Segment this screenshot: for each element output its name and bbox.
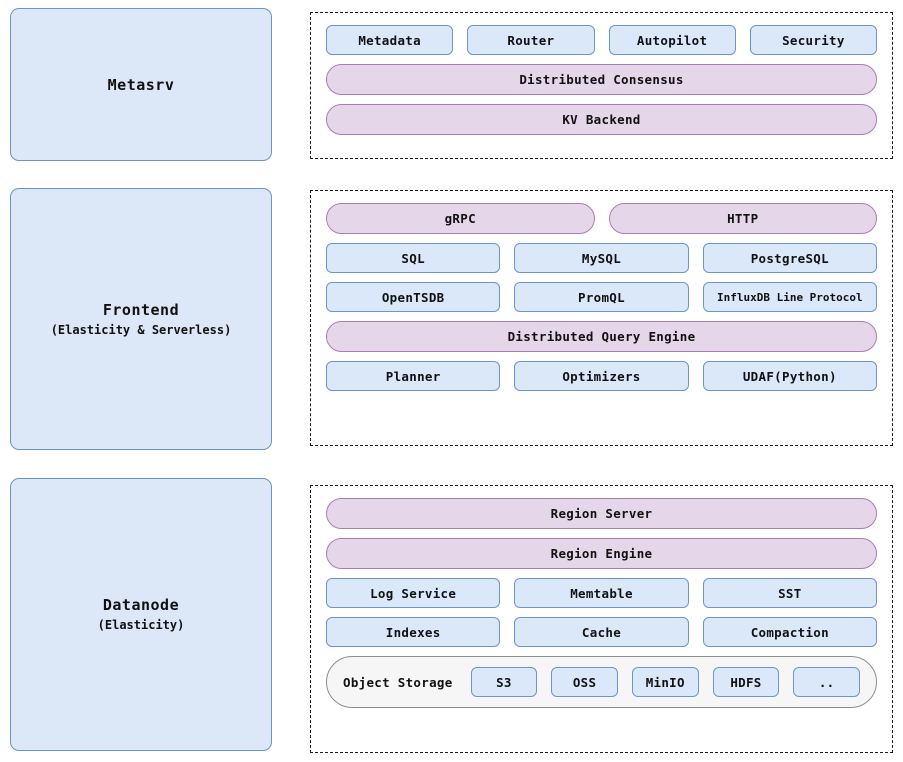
component-block[interactable]: InfluxDB Line Protocol — [702, 282, 877, 312]
component-block[interactable]: Compaction — [702, 617, 877, 647]
component-row: Distributed Query Engine — [326, 321, 877, 352]
component-block[interactable]: UDAF(Python) — [702, 361, 877, 391]
storage-backend-chip[interactable]: MinIO — [631, 667, 699, 697]
component-row: KV Backend — [326, 104, 877, 135]
component-row: Log Service Memtable SST — [326, 578, 877, 608]
component-block[interactable]: Optimizers — [514, 361, 689, 391]
component-row: Metadata Router Autopilot Security — [326, 25, 877, 55]
component-block[interactable]: PostgreSQL — [702, 243, 877, 273]
component-block[interactable]: Security — [749, 25, 877, 55]
component-block[interactable]: OpenTSDB — [326, 282, 501, 312]
component-block[interactable]: Metadata — [326, 25, 454, 55]
role-card-metasrv[interactable]: Metasrv — [10, 8, 272, 161]
component-block[interactable]: MySQL — [514, 243, 689, 273]
component-row: Region Engine — [326, 538, 877, 569]
component-block[interactable]: Autopilot — [608, 25, 736, 55]
role-subtitle: (Elasticity) — [97, 618, 185, 632]
component-block[interactable]: Distributed Query Engine — [326, 321, 877, 352]
component-block[interactable]: Planner — [326, 361, 501, 391]
object-storage-label: Object Storage — [343, 674, 453, 690]
component-panel-frontend: gRPC HTTP SQL MySQL PostgreSQL OpenTSDB PromQL… — [310, 190, 893, 446]
storage-backend-chip[interactable]: S3 — [470, 667, 538, 697]
component-block[interactable]: Region Server — [326, 498, 877, 529]
component-row: gRPC HTTP — [326, 203, 877, 234]
storage-backend-chip[interactable]: OSS — [551, 667, 618, 697]
role-card-datanode[interactable]: Datanode (Elasticity) — [10, 478, 272, 751]
component-block[interactable]: Router — [467, 25, 595, 55]
role-title: Metasrv — [107, 75, 175, 94]
component-block[interactable]: SQL — [326, 243, 501, 273]
component-block[interactable]: Cache — [514, 617, 689, 647]
component-row: SQL MySQL PostgreSQL — [326, 243, 877, 273]
component-block[interactable]: Indexes — [326, 617, 501, 647]
component-block[interactable]: Region Engine — [326, 538, 877, 569]
component-block[interactable]: PromQL — [514, 282, 689, 312]
component-row: Region Server — [326, 498, 877, 529]
component-block[interactable]: SST — [702, 578, 877, 608]
component-block[interactable]: HTTP — [608, 203, 877, 234]
storage-backend-chip[interactable]: HDFS — [712, 667, 780, 697]
component-row: OpenTSDB PromQL InfluxDB Line Protocol — [326, 282, 877, 312]
storage-backend-chip[interactable]: .. — [793, 667, 860, 697]
component-block[interactable]: KV Backend — [326, 104, 877, 135]
component-block[interactable]: Log Service — [326, 578, 501, 608]
role-title: Frontend — [102, 300, 180, 319]
component-block[interactable]: gRPC — [326, 203, 595, 234]
component-row: Planner Optimizers UDAF(Python) — [326, 361, 877, 391]
component-block[interactable]: Distributed Consensus — [326, 64, 877, 95]
role-title: Datanode — [102, 596, 180, 614]
object-storage-group: Object Storage S3 OSS MinIO HDFS.. — [326, 656, 877, 708]
component-block[interactable]: Memtable — [514, 578, 689, 608]
component-row: Indexes Cache Compaction — [326, 617, 877, 647]
role-subtitle: (Elasticity & Serverless) — [50, 322, 232, 337]
role-card-frontend[interactable]: Frontend (Elasticity & Serverless) — [10, 188, 272, 450]
component-row: Distributed Consensus — [326, 64, 877, 95]
